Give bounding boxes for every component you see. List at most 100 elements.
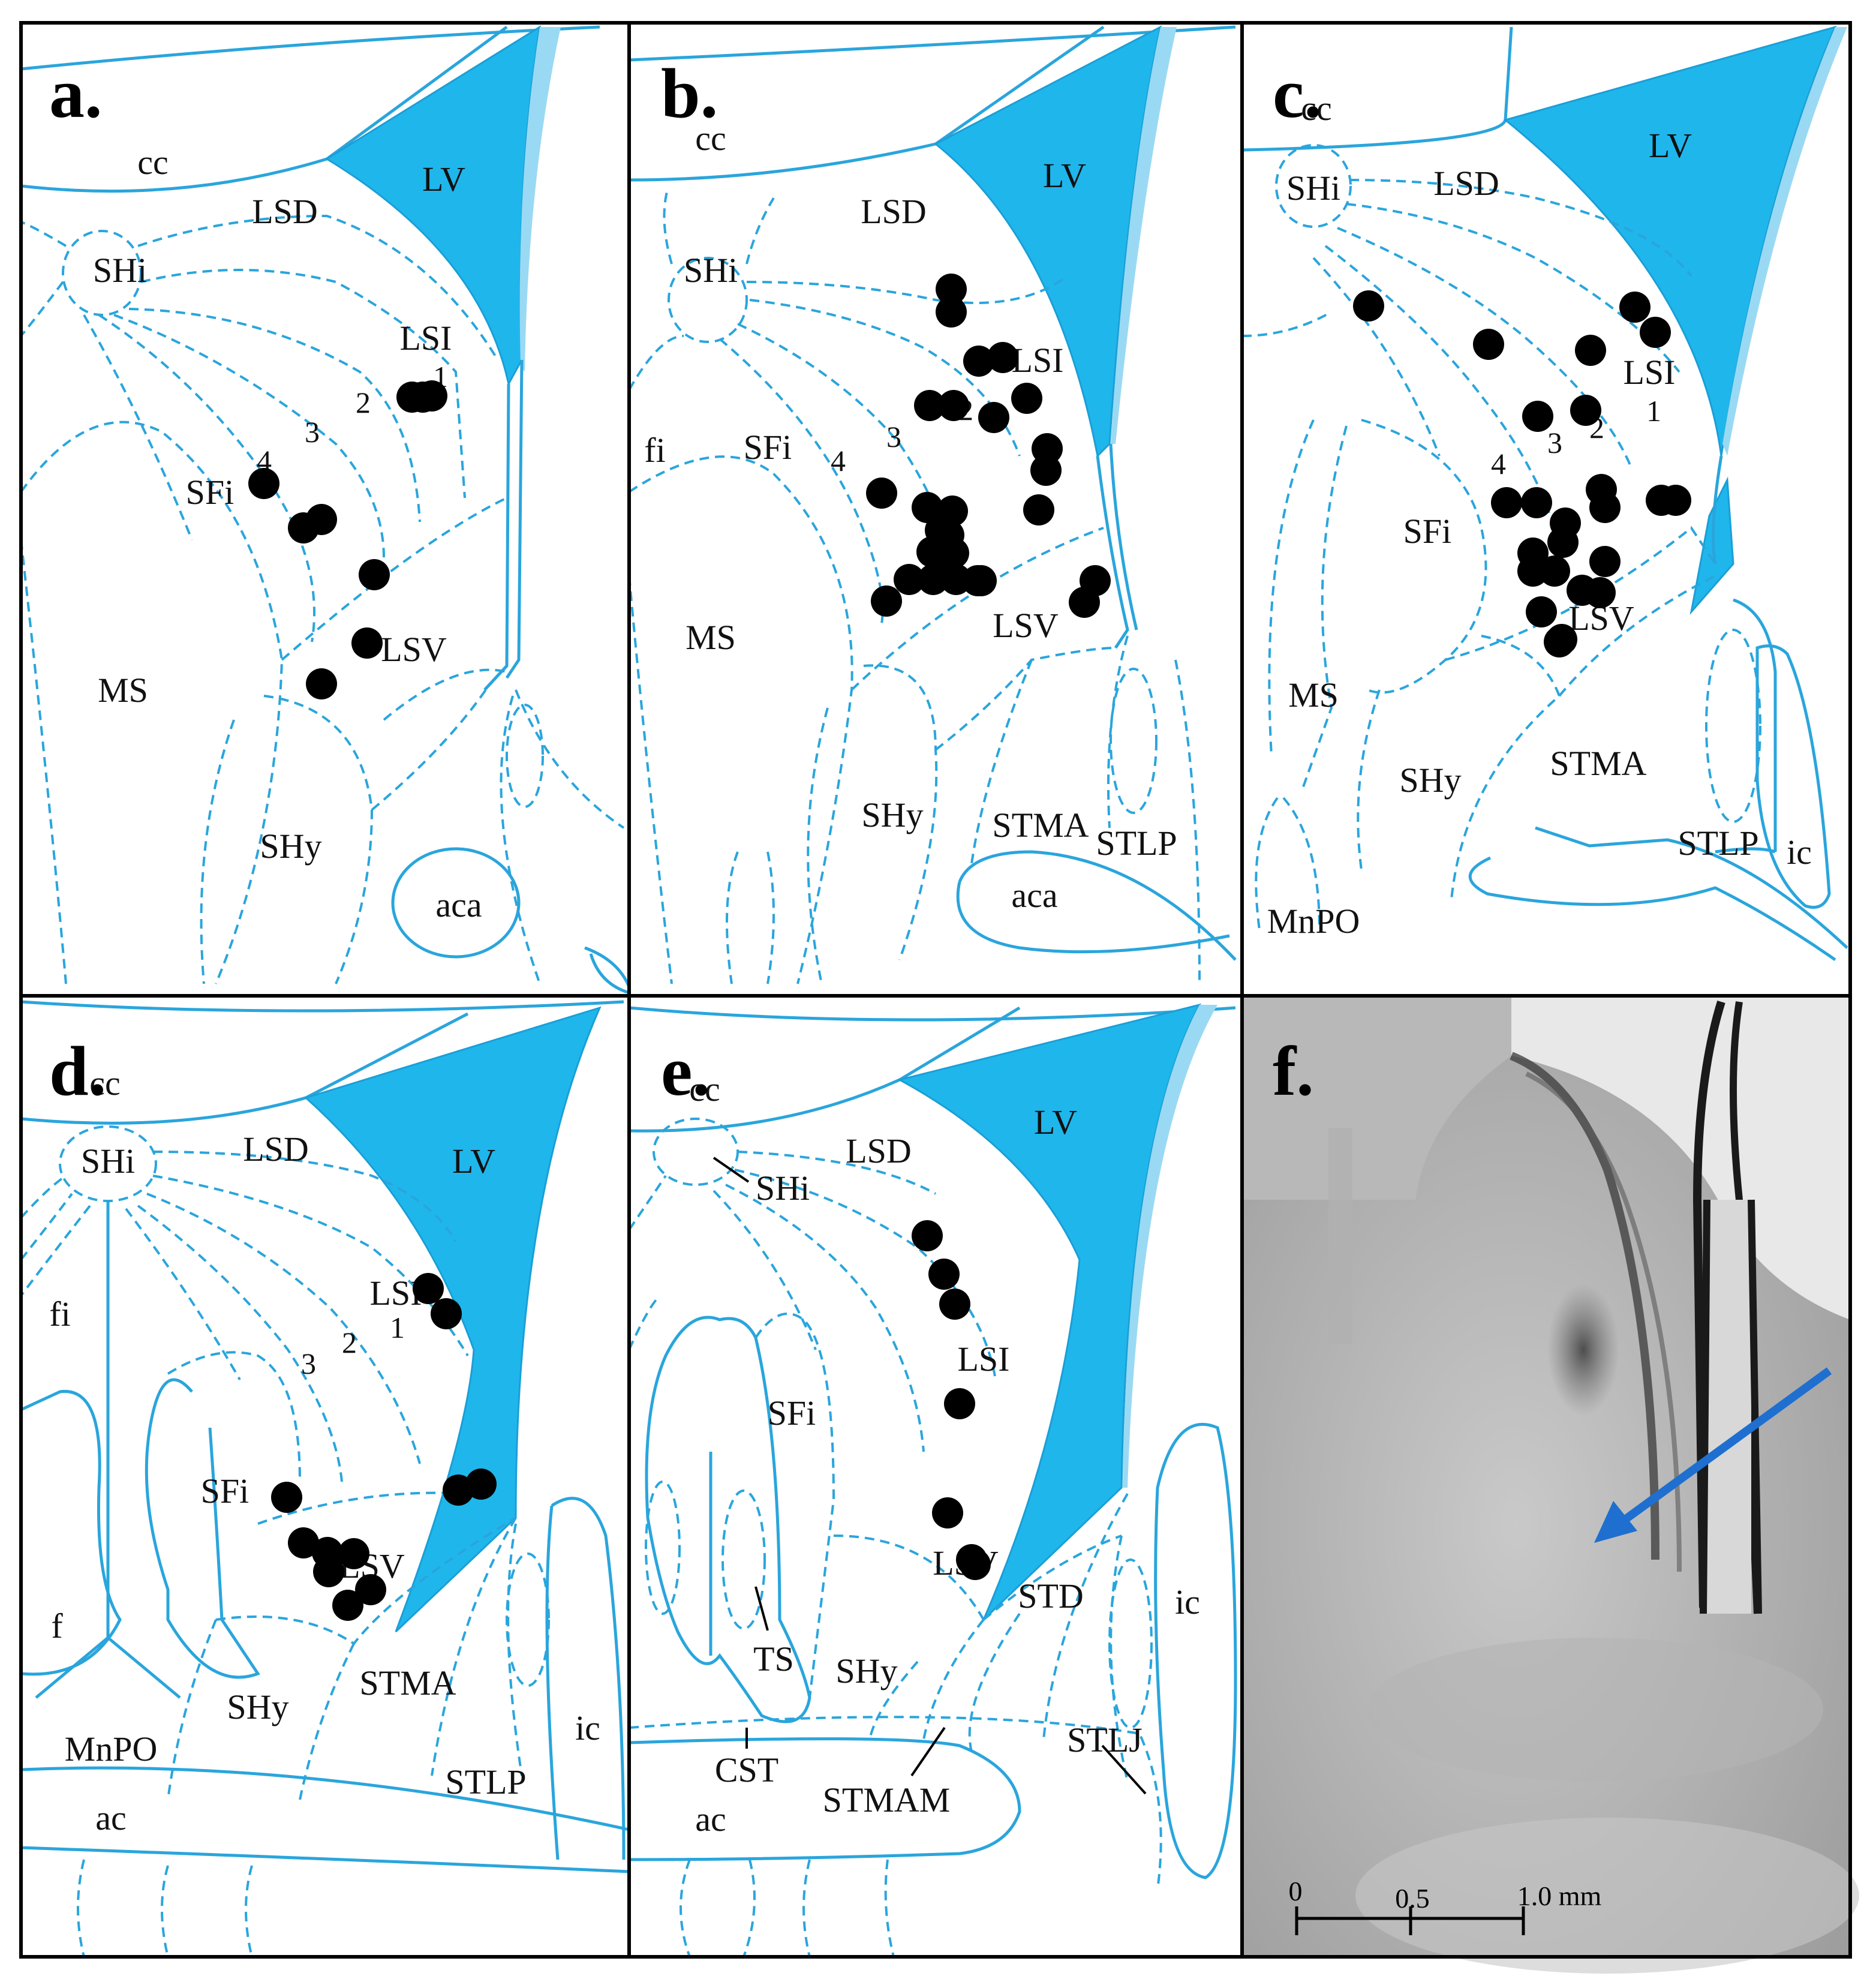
panel-b: cc LSD LV SHi LSI fi SFi MS LSV SHy STMA…: [629, 25, 1237, 984]
label-ms: MS: [1288, 675, 1339, 714]
label-fi: fi: [644, 431, 665, 470]
panel-frames: [19, 21, 1852, 1959]
label-cc: cc: [137, 143, 169, 182]
scale-bar: 0 0.5 1.0 mm: [1289, 1876, 1602, 1935]
label-fi: fi: [49, 1295, 70, 1334]
label-sfi: SFi: [744, 428, 792, 467]
label-lv: LV: [1034, 1103, 1077, 1142]
label-ts: TS: [753, 1639, 794, 1678]
layer-3: 3: [886, 420, 901, 454]
label-ic: ic: [1175, 1582, 1200, 1621]
scale-tick-0: 0: [1289, 1876, 1303, 1906]
label-lsv: LSV: [381, 630, 447, 669]
dots-d: [271, 1273, 497, 1621]
label-sfi: SFi: [1403, 512, 1452, 551]
panel-a-label: a.: [49, 54, 103, 133]
label-aca: aca: [1011, 876, 1057, 915]
layer-2: 2: [342, 1326, 357, 1359]
injection-site: [1547, 1284, 1619, 1416]
lateral-ventricle-e: [897, 1003, 1201, 1621]
layer-1: 1: [390, 1311, 405, 1344]
label-shy: SHy: [260, 827, 321, 866]
panel-e-label: e.: [661, 1032, 710, 1110]
label-cc: cc: [89, 1064, 121, 1103]
label-aca: aca: [435, 885, 482, 924]
label-shi: SHi: [93, 251, 147, 290]
label-lsi: LSI: [958, 1340, 1010, 1379]
label-stlp: STLP: [1096, 824, 1177, 863]
panel-a: cc LSD LV SHi LSI SFi LSV MS SHy aca 1 2…: [21, 25, 629, 995]
label-shi: SHi: [1286, 169, 1340, 208]
panel-c: cc SHi LSD LV LSI SFi LSV MS SHy STMA ST…: [1242, 25, 1848, 962]
label-shy: SHy: [835, 1651, 897, 1690]
layer-1: 1: [1646, 394, 1661, 428]
panel-f: f. 0 0.5 1.0 mm: [1242, 996, 1859, 1974]
label-stlp: STLP: [1677, 824, 1758, 863]
label-lsv: LSV: [993, 606, 1059, 645]
label-shi: SHi: [684, 251, 738, 290]
dots-e: [912, 1220, 991, 1580]
panel-c-label: c.: [1273, 54, 1322, 133]
label-lv: LV: [1649, 126, 1692, 165]
label-lsi: LSI: [400, 319, 452, 358]
dots-a: [248, 380, 447, 699]
label-stlp: STLP: [445, 1762, 526, 1801]
panel-d: cc SHi LSD LV fi LSI SFi LSV f SHy STMA …: [21, 1000, 629, 1957]
label-lsd: LSD: [846, 1131, 912, 1170]
label-sfi: SFi: [186, 473, 235, 512]
label-sfi: SFi: [768, 1394, 816, 1433]
dots-b: [866, 274, 1111, 618]
layer-3: 3: [1547, 426, 1562, 460]
label-stma: STMA: [1550, 744, 1646, 783]
layer-4: 4: [1491, 447, 1506, 481]
label-ms: MS: [686, 618, 736, 657]
label-lv: LV: [452, 1142, 495, 1181]
label-cc: cc: [1301, 89, 1332, 128]
label-shi: SHi: [81, 1142, 135, 1181]
label-lsd: LSD: [252, 192, 318, 231]
label-std: STD: [1018, 1576, 1084, 1615]
arrow-shaft: [1616, 1367, 1832, 1527]
panel-f-label: f.: [1273, 1032, 1314, 1110]
layer-4: 4: [831, 444, 846, 478]
label-mnpo: MnPO: [1267, 902, 1360, 941]
label-stma: STMA: [359, 1663, 456, 1702]
dots-c: [1353, 290, 1691, 657]
scale-tick-1-0: 1.0 mm: [1517, 1881, 1602, 1911]
lateral-ventricle-d: [304, 1006, 602, 1633]
label-cc: cc: [695, 119, 726, 158]
label-lsi: LSI: [370, 1274, 422, 1313]
label-ms: MS: [98, 671, 148, 710]
label-lsd: LSD: [1433, 164, 1499, 203]
label-ac: ac: [695, 1800, 726, 1839]
label-sfi: SFi: [201, 1472, 249, 1510]
label-shy: SHy: [1399, 761, 1461, 800]
label-lsi: LSI: [1624, 353, 1676, 392]
label-shi: SHi: [756, 1169, 810, 1208]
label-ic: ic: [575, 1708, 600, 1747]
label-lsi: LSI: [1012, 341, 1064, 380]
label-cst: CST: [715, 1750, 778, 1789]
label-ac: ac: [95, 1798, 127, 1837]
panel-b-label: b.: [661, 54, 718, 133]
panel-e: cc LSD LV SHi LSI SFi LSV STD ic TS SHy …: [629, 1003, 1237, 1957]
label-lsd: LSD: [861, 192, 927, 231]
label-mnpo: MnPO: [65, 1729, 158, 1768]
label-stma: STMA: [992, 806, 1089, 845]
lateral-ventricle-b: [934, 25, 1162, 458]
layer-2: 2: [356, 386, 371, 419]
label-stlj: STLJ: [1067, 1720, 1143, 1759]
label-stmam: STMAM: [823, 1780, 951, 1819]
lateral-ventricle-c: [1503, 25, 1837, 457]
scale-tick-0-5: 0.5: [1395, 1883, 1430, 1914]
layer-3: 3: [305, 415, 320, 449]
label-lsd: LSD: [243, 1130, 309, 1169]
label-f: f: [51, 1606, 63, 1645]
label-lv: LV: [422, 160, 465, 199]
label-shy: SHy: [861, 795, 923, 834]
label-lv: LV: [1043, 156, 1086, 195]
label-ic: ic: [1787, 833, 1812, 872]
layer-3: 3: [301, 1347, 316, 1380]
label-shy: SHy: [227, 1687, 288, 1726]
